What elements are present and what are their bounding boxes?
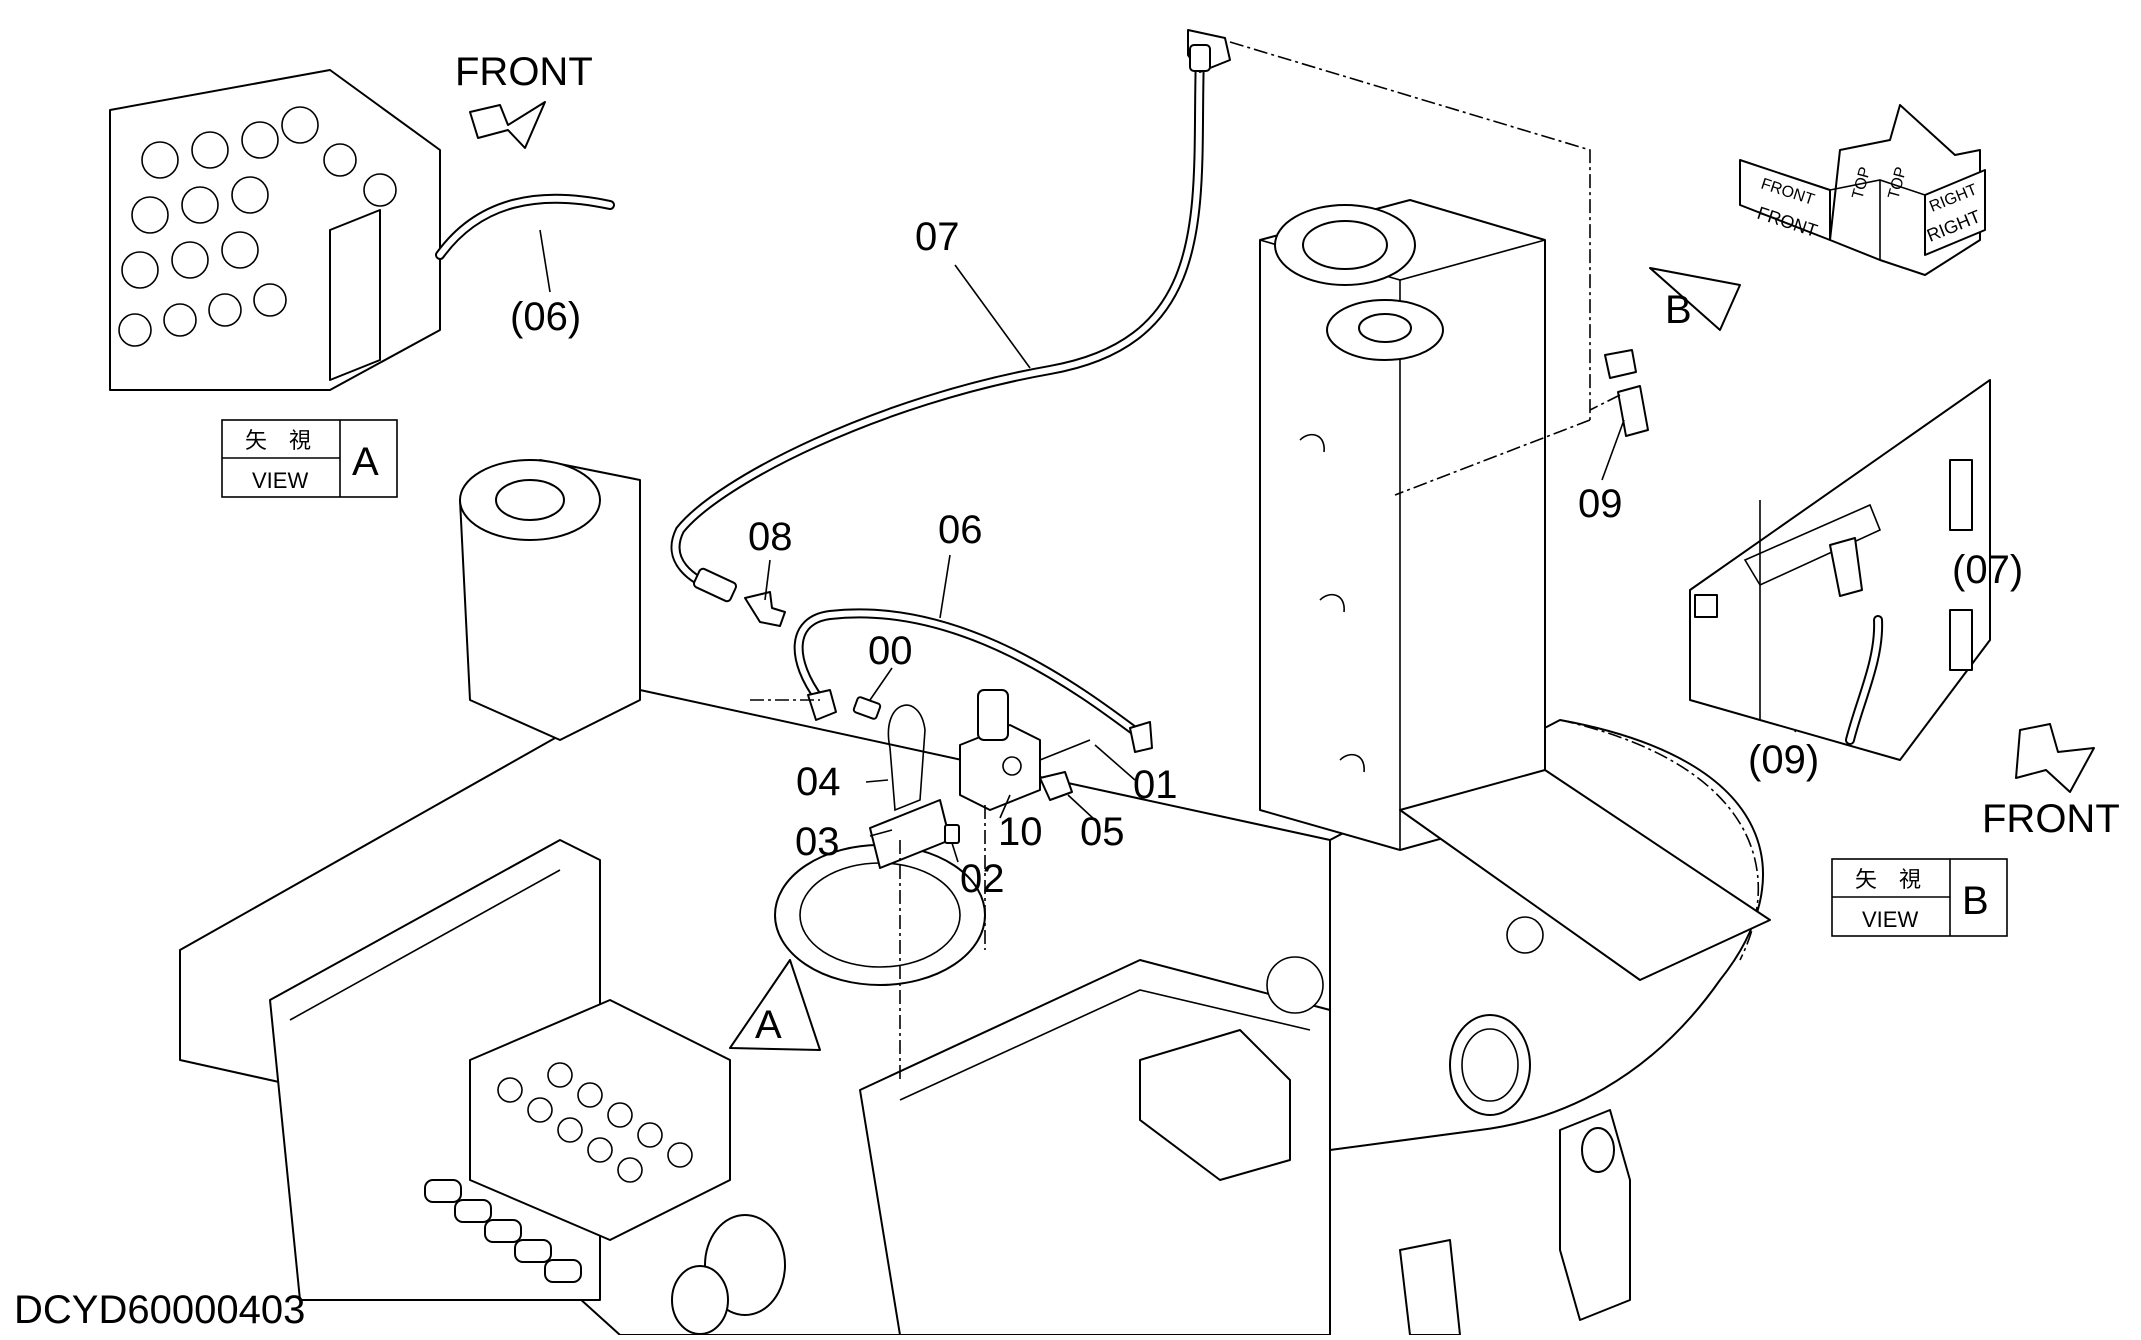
control-valve-assembly	[424, 999, 731, 1283]
ref-07-label: (07)	[1952, 548, 2023, 592]
view-b-letter: B	[1962, 879, 1989, 923]
upper-frame	[179, 199, 1771, 1336]
view-b-inset: (07) (09) FRONT	[1689, 379, 2120, 841]
callout-02: 02	[960, 857, 1005, 901]
callout-01: 01	[1133, 763, 1178, 807]
fittings	[692, 349, 1649, 869]
hose-07	[670, 29, 1231, 595]
callout-10: 10	[998, 810, 1043, 854]
view-a-tag: 矢 視 VIEW A	[221, 419, 398, 498]
view-marker-b: B	[1649, 267, 1741, 332]
orientation-cube: FRONT FRONT TOP TOP RIGHT RIGHT	[1739, 104, 1986, 276]
front-label-top: FRONT	[455, 50, 593, 94]
view-b-kanji: 矢 視	[1855, 867, 1921, 892]
callout-09: 09	[1578, 482, 1623, 526]
dashed-leaders	[750, 41, 1621, 1080]
callout-04: 04	[796, 760, 841, 804]
view-marker-a: A	[729, 959, 821, 1051]
front-label-right: FRONT	[1982, 797, 2120, 841]
view-b-view-text: VIEW	[1862, 907, 1918, 932]
ref-06-label: (06)	[510, 295, 581, 339]
view-a-inset: (06) FRONT	[109, 50, 615, 391]
callout-05: 05	[1080, 810, 1125, 854]
view-a-kanji: 矢 視	[245, 428, 311, 453]
callout-07: 07	[915, 215, 960, 259]
callout-06: 06	[938, 508, 983, 552]
callout-03: 03	[795, 820, 840, 864]
hose-06	[793, 608, 1145, 740]
view-a-letter: A	[352, 440, 379, 484]
part-callouts: 07 08 06 00 01 04 10 05 03 02 09	[748, 215, 1623, 901]
drawing-code: DCYD60000403	[14, 1288, 305, 1332]
view-marker-b-letter: B	[1665, 288, 1692, 332]
view-a-view-text: VIEW	[252, 468, 308, 493]
ref-09-label: (09)	[1748, 738, 1819, 782]
callout-08: 08	[748, 515, 793, 559]
callout-00: 00	[868, 629, 913, 673]
view-b-tag: 矢 視 VIEW B	[1831, 858, 2008, 937]
view-marker-a-letter: A	[755, 1003, 782, 1047]
